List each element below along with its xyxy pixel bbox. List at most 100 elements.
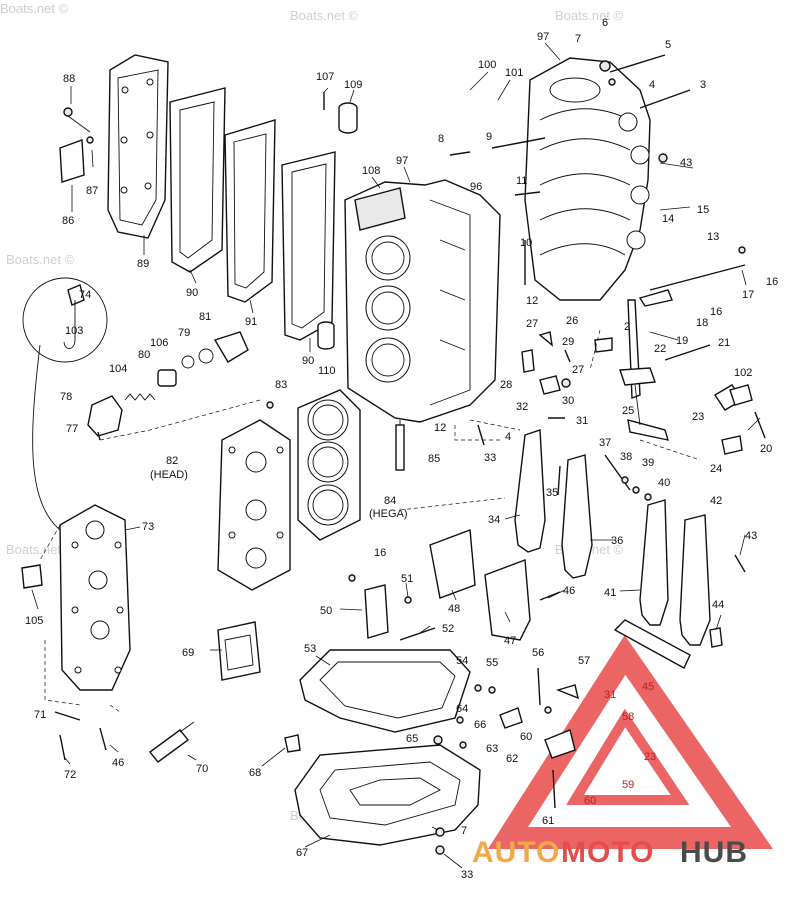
washer-6: [599, 60, 611, 72]
label-84: 84: [384, 495, 396, 507]
tube-103: [63, 300, 76, 349]
label-31-red: 31: [604, 689, 616, 701]
label-71: 71: [34, 709, 46, 721]
screw-46b: [539, 591, 561, 601]
screw-16c: [348, 574, 356, 582]
label-89: 89: [137, 258, 149, 270]
label-60-red: 60: [584, 795, 596, 807]
label-78: 78: [60, 391, 72, 403]
label-12: 12: [526, 295, 538, 307]
head-gasket-84: [297, 389, 361, 541]
label-77: 77: [66, 423, 78, 435]
plug-68: [284, 734, 301, 753]
gasket-53: [299, 649, 471, 733]
label-82-sub: (HEAD): [150, 469, 188, 481]
leader-lines: [39, 329, 701, 713]
bolt-71: [54, 711, 81, 721]
label-29: 29: [562, 336, 574, 348]
boats-watermark-5: Boats.net ©: [6, 542, 75, 557]
part-32: [539, 375, 561, 395]
part-63: [499, 707, 523, 729]
label-102: 102: [734, 367, 752, 379]
part-60: [544, 706, 552, 714]
label-28: 28: [500, 379, 512, 391]
label-21: 21: [718, 337, 730, 349]
label-85: 85: [428, 453, 440, 465]
label-27: 27: [526, 318, 538, 330]
label-83: 83: [275, 379, 287, 391]
label-25: 25: [622, 405, 634, 417]
label-26: 26: [566, 315, 578, 327]
label-82: 82: [166, 455, 178, 467]
screw-77: [97, 431, 101, 441]
cylinder-cover-73: [59, 504, 131, 691]
clip-102b: [729, 384, 753, 406]
label-20: 20: [760, 443, 772, 455]
bushing-109: [338, 102, 358, 134]
pin-96: [514, 191, 541, 196]
label-31: 31: [576, 415, 588, 427]
label-7: 7: [575, 33, 581, 45]
label-101: 101: [505, 67, 523, 79]
label-65: 65: [406, 733, 418, 745]
label-15: 15: [697, 204, 709, 216]
bracket-50: [364, 584, 389, 639]
label-12b: 12: [434, 422, 446, 434]
label-81: 81: [199, 311, 211, 323]
module-69: [217, 621, 261, 681]
label-72: 72: [64, 769, 76, 781]
washer-38: [621, 476, 629, 484]
label-16b: 16: [710, 306, 722, 318]
part-26: [594, 337, 613, 353]
label-47: 47: [504, 635, 516, 647]
label-84-sub: (HEGA): [369, 508, 408, 520]
nut-4: [608, 78, 616, 86]
label-90: 90: [186, 287, 198, 299]
exhaust-gasket-90b: [281, 151, 336, 341]
label-97b: 97: [396, 155, 408, 167]
brand-hub: HUB: [680, 836, 748, 869]
label-88: 88: [63, 73, 75, 85]
label-53: 53: [304, 643, 316, 655]
label-35: 35: [546, 487, 558, 499]
screw-88: [63, 107, 73, 117]
washer-16: [738, 246, 746, 254]
brand-moto: MOTO: [561, 836, 654, 869]
label-30: 30: [562, 395, 574, 407]
label-64: 64: [456, 703, 468, 715]
ring-106: [181, 355, 195, 369]
label-67: 67: [296, 847, 308, 859]
label-3: 3: [700, 79, 706, 91]
crankcase-bottom-67: [294, 744, 481, 846]
part-54: [474, 684, 482, 692]
label-37: 37: [599, 437, 611, 449]
label-48: 48: [448, 603, 460, 615]
label-63: 63: [486, 743, 498, 755]
label-100: 100: [478, 59, 496, 71]
label-86: 86: [62, 215, 74, 227]
cover-78: [87, 395, 123, 437]
label-66: 66: [474, 719, 486, 731]
label-leaders: [31, 42, 761, 869]
part-27: [538, 331, 553, 347]
label-4b: 4: [505, 431, 511, 443]
cylinder-block-108: [344, 179, 501, 423]
part-29: [564, 349, 571, 363]
label-54: 54: [456, 655, 468, 667]
part-57: [555, 684, 579, 700]
label-38: 38: [620, 451, 632, 463]
label-52: 52: [442, 623, 454, 635]
label-23: 23: [692, 411, 704, 423]
crankcase-97: [524, 57, 651, 301]
clip-24: [721, 435, 743, 455]
screw-52: [399, 627, 436, 641]
washer-30: [561, 378, 571, 388]
cylinder-head-82: [217, 419, 291, 591]
screw-56: [537, 667, 541, 706]
label-59: 59: [622, 779, 634, 791]
label-108: 108: [362, 165, 380, 177]
screw-61: [552, 769, 556, 809]
hose-45: [613, 619, 691, 669]
nut-33b: [435, 845, 445, 855]
